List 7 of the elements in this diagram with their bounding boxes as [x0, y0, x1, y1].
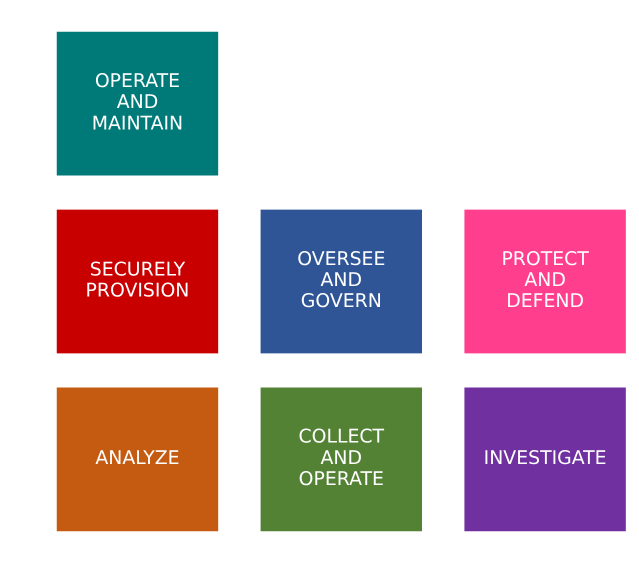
- node-box: INVESTIGATE: [464, 387, 626, 531]
- node-box: OVERSEE AND GOVERN: [260, 209, 422, 353]
- node-box: OPERATE AND MAINTAIN: [56, 31, 218, 175]
- node-box: ANALYZE: [56, 387, 218, 531]
- node-box: COLLECT AND OPERATE: [260, 387, 422, 531]
- node-box: SECURELY PROVISION: [56, 209, 218, 353]
- node-box: PROTECT AND DEFEND: [464, 209, 626, 353]
